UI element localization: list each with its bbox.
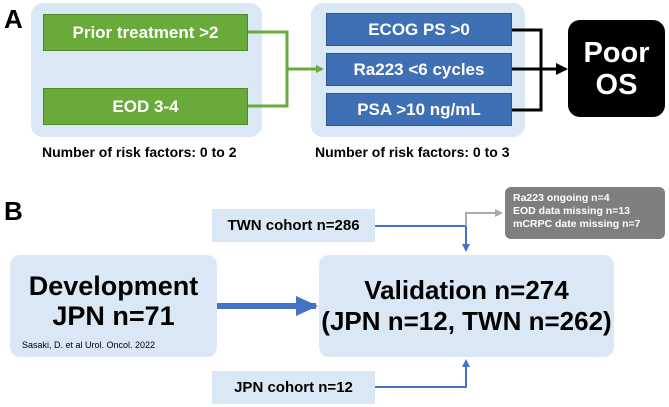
risk-factor-prior-treatment: Prior treatment >2 [43, 14, 248, 51]
risk-factor-eod: EOD 3-4 [43, 88, 248, 125]
green-connector [248, 30, 289, 108]
exclusion-item: Ra223 ongoing n=4 [513, 192, 610, 204]
left-group-caption: Number of risk factors: 0 to 2 [42, 144, 237, 160]
exclusion-item: mCRPC date missing n=7 [513, 218, 641, 230]
jpn-connector [375, 359, 470, 388]
risk-factor-ra223: Ra223 <6 cycles [326, 53, 512, 86]
development-citation: Sasaki, D. et al Urol. Oncol. 2022 [22, 340, 156, 350]
exclusion-item: EOD data missing n=13 [513, 205, 630, 217]
risk-factor-psa: PSA >10 ng/mL [326, 93, 512, 126]
twn-connector [375, 225, 470, 252]
twn-cohort-box: TWN cohort n=286 [212, 209, 375, 242]
exclusions-box: Ra223 ongoing n=4 EOD data missing n=13 … [505, 187, 665, 239]
poor-os-outcome: Poor OS [568, 20, 665, 117]
poor-os-line1: Poor [583, 36, 650, 69]
development-count: JPN n=71 [52, 301, 175, 331]
right-group-caption: Number of risk factors: 0 to 3 [315, 144, 510, 160]
exclusion-connector [465, 209, 503, 226]
development-title: Development [28, 271, 199, 301]
risk-factor-ecog: ECOG PS >0 [326, 13, 512, 46]
validation-title: Validation n=274 [364, 275, 569, 305]
development-box: Development JPN n=71 Sasaki, D. et al Ur… [10, 255, 217, 357]
validation-breakdown: (JPN n=12, TWN n=262) [321, 306, 612, 336]
jpn-cohort-box: JPN cohort n=12 [212, 371, 375, 404]
poor-os-line2: OS [595, 68, 638, 101]
panel-b-label: B [4, 196, 23, 226]
development-arrow-head [296, 296, 318, 316]
panel-a-label: A [4, 4, 23, 34]
validation-box: Validation n=274 (JPN n=12, TWN n=262) [319, 255, 614, 357]
